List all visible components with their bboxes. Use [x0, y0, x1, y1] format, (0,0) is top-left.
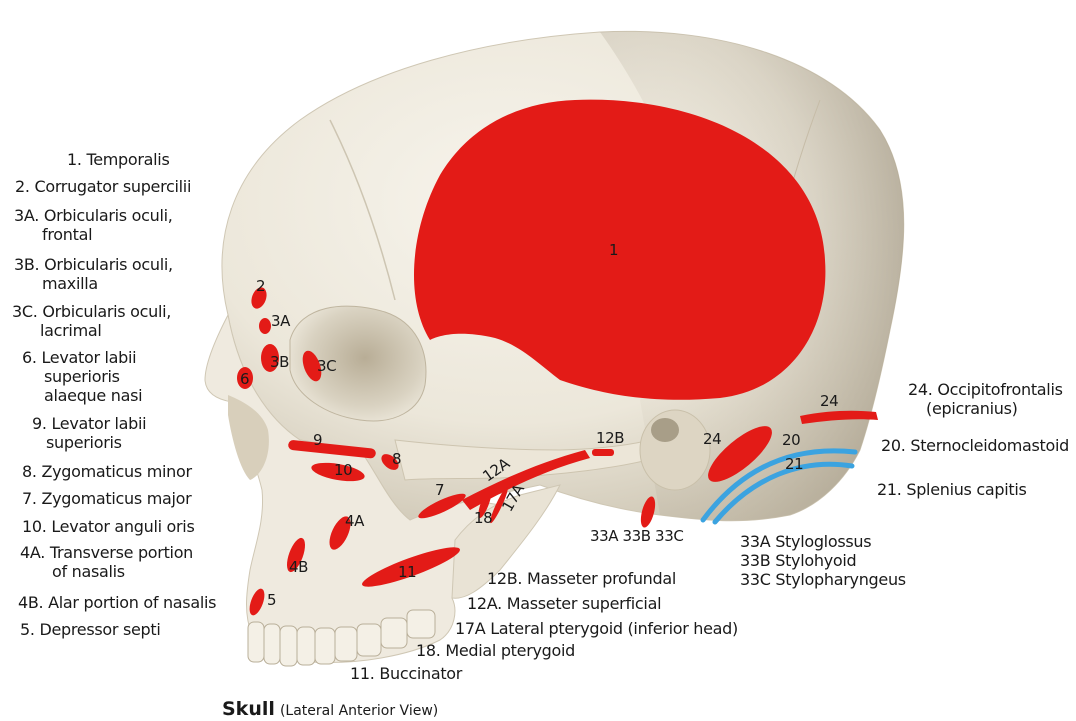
caption-title: Skull	[222, 698, 275, 720]
label-line: 21. Splenius capitis	[877, 480, 1027, 499]
marker-21: 21	[785, 456, 803, 472]
label-r24: 24. Occipitofrontalis(epicranius)	[908, 380, 1063, 418]
label-line: 4B. Alar portion of nasalis	[18, 593, 216, 612]
label-line: 8. Zygomaticus minor	[22, 462, 192, 481]
label-line: 11. Buccinator	[350, 664, 462, 683]
label-l8: 8. Zygomaticus minor	[22, 462, 192, 481]
label-line: 1. Temporalis	[67, 150, 170, 169]
label-l5: 5. Depressor septi	[20, 620, 161, 639]
label-line: alaeque nasi	[22, 386, 142, 405]
marker-3b: 3B	[270, 354, 289, 370]
label-b17a: 17A Lateral pterygoid (inferior head)	[455, 619, 738, 638]
marker-2: 2	[256, 278, 265, 294]
label-line: 33B Stylohyoid	[740, 551, 906, 570]
marker-10: 10	[334, 462, 352, 478]
marker-1: 1	[609, 242, 618, 258]
label-l2: 2. Corrugator supercilii	[15, 177, 191, 196]
label-line: 33C Stylopharyngeus	[740, 570, 906, 589]
marker-4a: 4A	[345, 513, 364, 529]
label-line: 5. Depressor septi	[20, 620, 161, 639]
external-acoustic-meatus	[651, 418, 679, 442]
label-l1: 1. Temporalis	[67, 150, 170, 169]
label-line: (epicranius)	[908, 399, 1063, 418]
label-line: 17A Lateral pterygoid (inferior head)	[455, 619, 738, 638]
marker-4b: 4B	[289, 559, 308, 575]
label-l3b: 3B. Orbicularis oculi,maxilla	[14, 255, 173, 293]
label-line: 12B. Masseter profundal	[487, 569, 676, 588]
label-line: 20. Sternocleidomastoid	[881, 436, 1069, 455]
marker-18: 18	[474, 510, 492, 526]
label-line: superioris	[22, 367, 142, 386]
label-line: 4A. Transverse portion	[20, 543, 193, 562]
label-l3a: 3A. Orbicularis oculi,frontal	[14, 206, 173, 244]
label-line: 7. Zygomaticus major	[22, 489, 191, 508]
label-line: 9. Levator labii	[32, 414, 146, 433]
label-b11: 11. Buccinator	[350, 664, 462, 683]
label-line: 12A. Masseter superficial	[467, 594, 661, 613]
marker-3a: 3A	[271, 313, 290, 329]
label-line: 3A. Orbicularis oculi,	[14, 206, 173, 225]
label-line: 6. Levator labii	[22, 348, 142, 367]
marker-11: 11	[398, 564, 416, 580]
label-line: frontal	[14, 225, 173, 244]
marker-24-upper: 24	[820, 393, 838, 409]
caption-subtitle: (Lateral Anterior View)	[280, 703, 438, 719]
masseter-profundal-area	[592, 449, 614, 456]
marker-6: 6	[240, 371, 249, 387]
marker-20: 20	[782, 432, 800, 448]
label-line: 33A Styloglossus	[740, 532, 906, 551]
label-l7: 7. Zygomaticus major	[22, 489, 191, 508]
label-l4b: 4B. Alar portion of nasalis	[18, 593, 216, 612]
marker-5: 5	[267, 592, 276, 608]
label-line: 24. Occipitofrontalis	[908, 380, 1063, 399]
label-b12a: 12A. Masseter superficial	[467, 594, 661, 613]
marker-12b: 12B	[596, 430, 624, 446]
marker-24-lower: 24	[703, 431, 721, 447]
orbicularis-frontal-area	[259, 318, 271, 334]
marker-33: 33A 33B 33C	[590, 528, 683, 544]
label-b18: 18. Medial pterygoid	[416, 641, 575, 660]
label-l10: 10. Levator anguli oris	[22, 517, 194, 536]
label-line: maxilla	[14, 274, 173, 293]
marker-9: 9	[313, 432, 322, 448]
label-line: of nasalis	[20, 562, 193, 581]
label-l4a: 4A. Transverse portionof nasalis	[20, 543, 193, 581]
label-line: 3C. Orbicularis oculi,	[12, 302, 171, 321]
label-line: 18. Medial pterygoid	[416, 641, 575, 660]
marker-3c: 3C	[317, 358, 336, 374]
label-line: superioris	[32, 433, 146, 452]
marker-7: 7	[435, 482, 444, 498]
label-b12b: 12B. Masseter profundal	[487, 569, 676, 588]
figure-caption: Skull (Lateral Anterior View)	[222, 698, 438, 720]
label-l3c: 3C. Orbicularis oculi,lacrimal	[12, 302, 171, 340]
label-line: 10. Levator anguli oris	[22, 517, 194, 536]
label-r20: 20. Sternocleidomastoid	[881, 436, 1069, 455]
label-r21: 21. Splenius capitis	[877, 480, 1027, 499]
label-line: lacrimal	[12, 321, 171, 340]
marker-8: 8	[392, 451, 401, 467]
label-line: 2. Corrugator supercilii	[15, 177, 191, 196]
label-line: 3B. Orbicularis oculi,	[14, 255, 173, 274]
